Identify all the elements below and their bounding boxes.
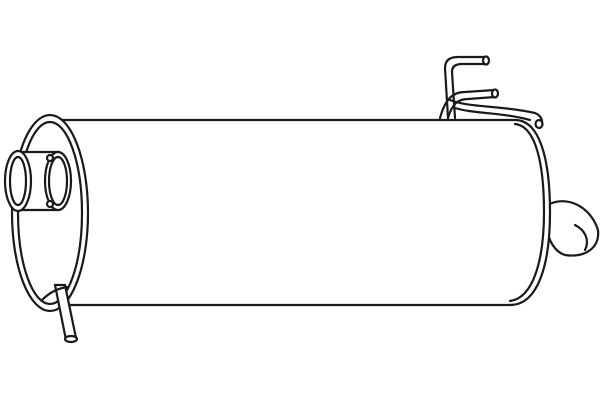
outlet-tailpipe (546, 200, 600, 257)
drain-pipe (40, 283, 79, 344)
muffler-end-cap (10, 113, 90, 313)
muffler-body (60, 118, 552, 307)
inlet-pipe (3, 149, 73, 213)
hanger-brackets (438, 55, 544, 130)
